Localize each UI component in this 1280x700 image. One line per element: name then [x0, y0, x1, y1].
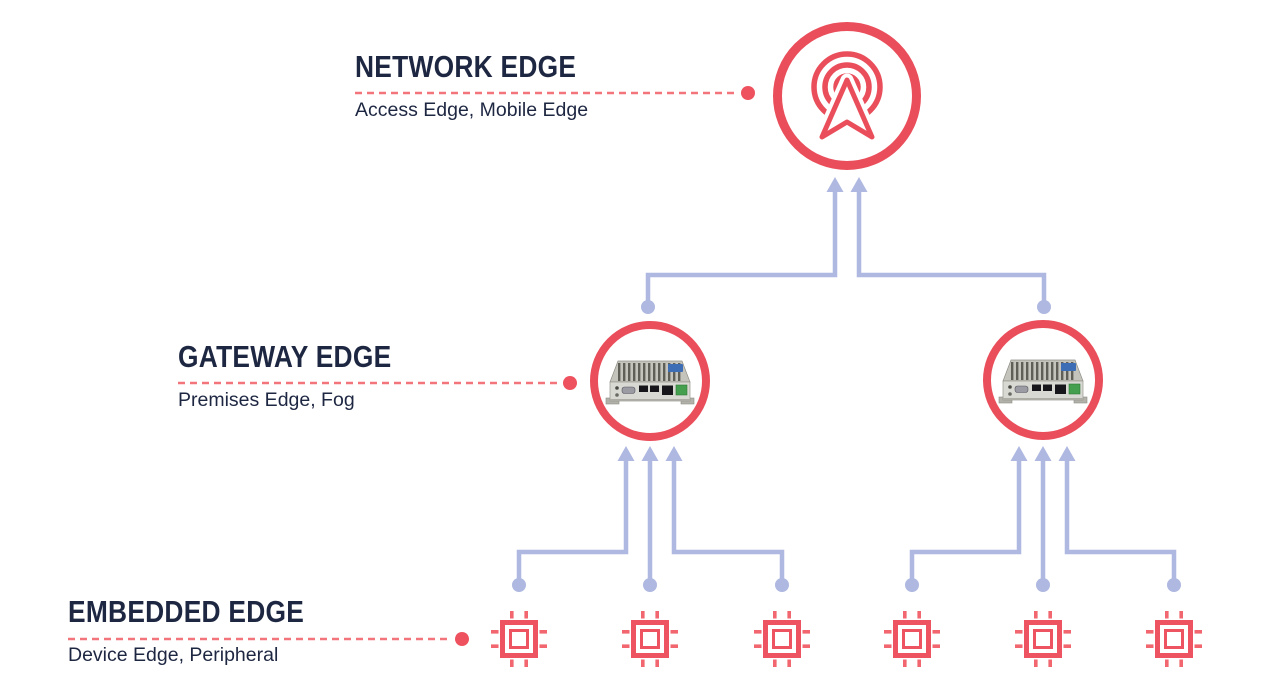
connector-right-gateway-up	[856, 192, 1047, 307]
connector-dot	[641, 300, 655, 314]
chip-icon	[884, 611, 940, 667]
gateway-edge-title: GATEWAY EDGE	[178, 339, 392, 374]
embedded-edge-title: EMBEDDED EDGE	[68, 594, 305, 629]
arrow-up-icon	[850, 177, 868, 192]
chip-icon	[491, 611, 547, 667]
connector-chip-up	[516, 461, 629, 585]
arrow-up-icon	[617, 446, 635, 461]
connector-dot	[905, 578, 919, 592]
gateway-device-photo	[998, 359, 1088, 404]
gateway-edge-node-left	[590, 321, 710, 441]
network-edge-title: NETWORK EDGE	[355, 49, 577, 84]
network-edge-node	[773, 22, 921, 170]
chips-to-left-gateway-connectors	[512, 446, 789, 592]
arrow-up-icon	[1010, 446, 1028, 461]
connector-chip-up	[1064, 461, 1177, 585]
network-edge-subtitle: Access Edge, Mobile Edge	[355, 99, 589, 121]
embedded-edge-subtitle: Device Edge, Peripheral	[68, 644, 279, 666]
label-leader-dots	[455, 86, 755, 646]
arrow-up-icon	[641, 446, 659, 461]
gateway-edge-leader-dot	[563, 376, 577, 390]
gateway-to-network-connectors	[641, 177, 1051, 314]
arrow-up-icon	[826, 177, 844, 192]
connector-dot	[512, 578, 526, 592]
network-edge-label: NETWORK EDGE Access Edge, Mobile Edge	[355, 51, 615, 122]
gateway-edge-label: GATEWAY EDGE Premises Edge, Fog	[178, 341, 429, 412]
connector-left-gateway-up	[645, 192, 838, 307]
connector-chip-up	[909, 461, 1022, 585]
chip-icon	[754, 611, 810, 667]
gateway-edge-subtitle: Premises Edge, Fog	[178, 389, 355, 411]
gateway-device-photo	[605, 360, 695, 405]
embedded-edge-leader-dot	[455, 632, 469, 646]
connector-dot	[643, 578, 657, 592]
broadcast-antenna-icon	[811, 51, 883, 144]
chip-icon	[1146, 611, 1202, 667]
connector-dot	[1036, 578, 1050, 592]
connector-dot	[775, 578, 789, 592]
chip-icon	[1015, 611, 1071, 667]
arrow-up-icon	[1034, 446, 1052, 461]
arrow-up-icon	[665, 446, 683, 461]
connector-dot	[1167, 578, 1181, 592]
label-leader-lines	[68, 91, 737, 641]
connector-chip-up	[671, 461, 785, 585]
chip-icon	[622, 611, 678, 667]
arrow-up-icon	[1058, 446, 1076, 461]
gateway-edge-node-right	[983, 320, 1103, 440]
embedded-edge-chips	[491, 611, 1202, 667]
network-edge-leader-dot	[741, 86, 755, 100]
embedded-edge-label: EMBEDDED EDGE Device Edge, Peripheral	[68, 596, 346, 667]
chips-to-right-gateway-connectors	[905, 446, 1181, 592]
connector-dot	[1037, 300, 1051, 314]
